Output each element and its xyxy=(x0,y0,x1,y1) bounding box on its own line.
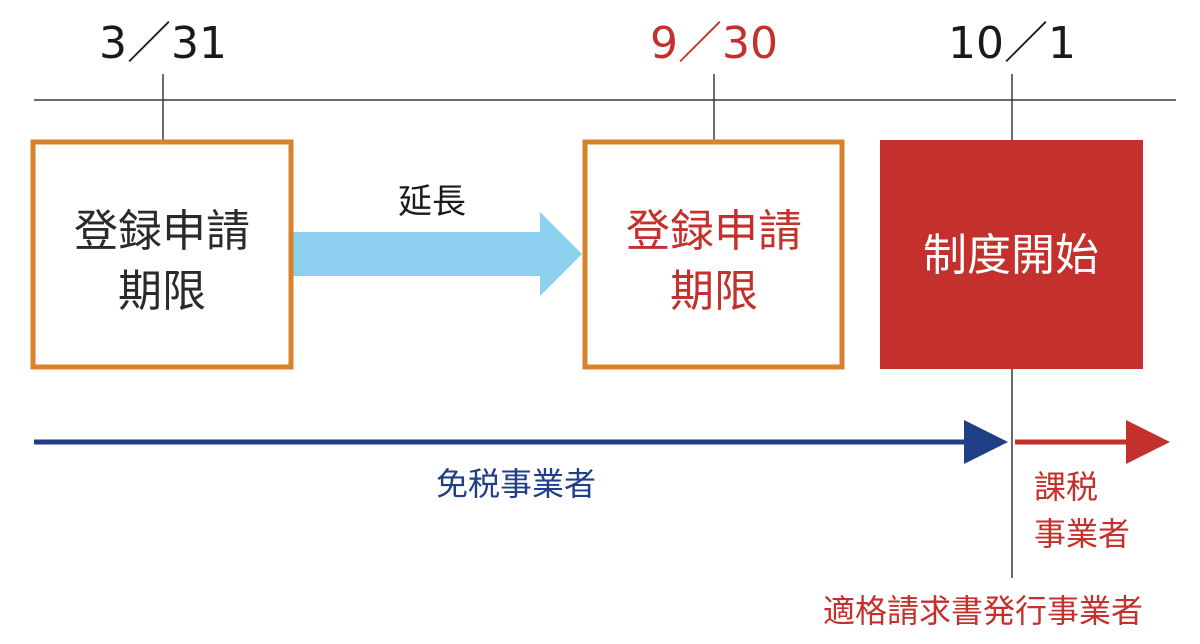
deadline-original-line2: 期限 xyxy=(118,266,206,317)
tax-exempt-arrow-head xyxy=(964,420,1008,464)
taxable-label-line2: 事業者 xyxy=(1034,515,1130,553)
extension-arrow xyxy=(292,212,582,296)
taxable-label-line1: 課税 xyxy=(1034,468,1098,506)
date-label-march-31: 3／31 xyxy=(99,18,227,69)
deadline-extended-line1: 登録申請 xyxy=(626,206,802,257)
qualified-issuer-label: 適格請求書発行事業者 xyxy=(823,592,1143,630)
extension-label: 延長 xyxy=(398,182,466,222)
date-label-october-1: 10／1 xyxy=(948,18,1076,69)
deadline-extended-line2: 期限 xyxy=(670,266,758,317)
tax-exempt-label: 免税事業者 xyxy=(436,465,596,503)
taxable-arrow-head xyxy=(1126,420,1170,464)
deadline-extended-box xyxy=(582,139,845,370)
system-start-label: 制度開始 xyxy=(923,230,1099,281)
deadline-original-line1: 登録申請 xyxy=(74,206,250,257)
date-label-september-30: 9／30 xyxy=(650,18,778,69)
system-start-box xyxy=(880,140,1143,369)
deadline-original-box xyxy=(30,139,294,370)
